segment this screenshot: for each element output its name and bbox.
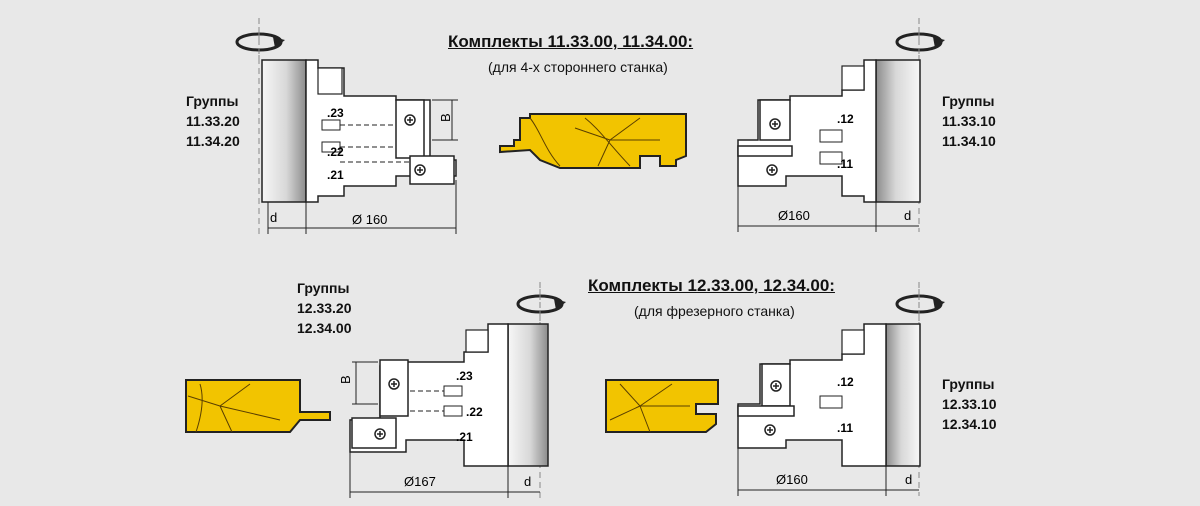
bottom-right-assembly: .12 .11 Ø160 d <box>737 280 947 496</box>
knife-label: .12 <box>837 375 854 389</box>
height-label: B <box>438 113 453 122</box>
shaft-label: d <box>270 210 277 225</box>
group-heading: Группы <box>942 376 995 392</box>
kit-top-title: Комплекты 11.33.00, 11.34.00: <box>448 32 694 51</box>
knife-label: .21 <box>327 168 344 182</box>
group-code: 11.33.20 <box>186 113 240 129</box>
bottom-left-assembly: .23 .22 .21 B Ø167 d <box>338 280 568 500</box>
group-top-left: Группы 11.33.20 11.34.20 <box>186 91 240 151</box>
group-code: 11.33.10 <box>942 113 996 129</box>
knife-label: .22 <box>327 145 344 159</box>
group-top-right: Группы 11.33.10 11.34.10 <box>942 91 996 151</box>
kit-top-subtitle: (для 4-х стороннего станка) <box>488 59 668 75</box>
rotation-icon <box>895 280 947 328</box>
diameter-label: Ø160 <box>778 208 810 223</box>
height-label: B <box>338 375 353 384</box>
knife-holder <box>395 99 425 159</box>
top-right-assembly: .12 .11 Ø160 d <box>737 18 947 232</box>
group-code: 12.34.00 <box>297 320 352 336</box>
wood-profile <box>499 113 687 169</box>
group-code: 12.33.10 <box>942 396 997 412</box>
shaft-label: d <box>905 472 912 487</box>
kit-bottom-subtitle: (для фрезерного станка) <box>634 303 795 319</box>
group-heading: Группы <box>297 280 350 296</box>
group-heading: Группы <box>186 93 239 109</box>
knife-label: .23 <box>456 369 473 383</box>
knife-label: .21 <box>456 430 473 444</box>
group-code: 12.34.10 <box>942 416 997 432</box>
knife-label: .22 <box>466 405 483 419</box>
knife-label: .11 <box>837 157 853 171</box>
rotation-icon <box>516 280 568 328</box>
diameter-label: Ø167 <box>404 474 436 489</box>
kit-bottom-title: Комплекты 12.33.00, 12.34.00: <box>588 276 835 295</box>
shaft-label: d <box>904 208 911 223</box>
spindle-shaft <box>507 323 549 467</box>
diameter-label: Ø160 <box>776 472 808 487</box>
shaft-label: d <box>524 474 531 489</box>
knife-label: .11 <box>837 421 853 435</box>
bottom-right-wood <box>605 379 719 433</box>
knife-label: .23 <box>327 106 344 120</box>
group-bottom-left: Группы 12.33.20 12.34.00 <box>297 278 352 338</box>
rotation-icon <box>235 18 287 66</box>
spindle-shaft <box>875 59 921 203</box>
rotation-icon <box>895 18 947 66</box>
top-left-assembly: .23 .22 .21 B Ø 160 d <box>235 18 458 235</box>
spindle-shaft <box>261 59 307 203</box>
spindle-shaft <box>885 323 921 467</box>
group-bottom-right: Группы 12.33.10 12.34.10 <box>942 374 997 434</box>
group-code: 11.34.10 <box>942 133 996 149</box>
knife-label: .12 <box>837 112 854 126</box>
group-code: 12.33.20 <box>297 300 352 316</box>
group-code: 11.34.20 <box>186 133 240 149</box>
group-heading: Группы <box>942 93 995 109</box>
diameter-label: Ø 160 <box>352 212 387 227</box>
bottom-left-wood <box>185 379 331 433</box>
